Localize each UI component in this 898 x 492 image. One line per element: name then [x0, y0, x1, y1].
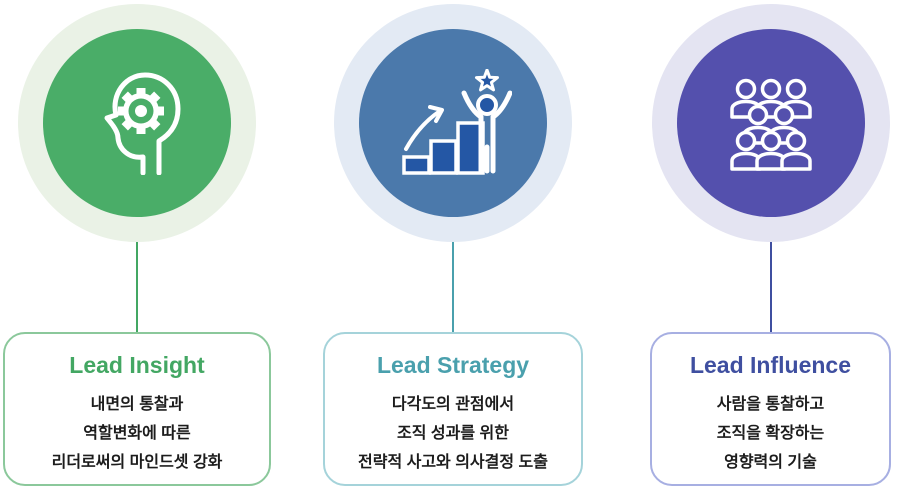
card-description-line: 다각도의 관점에서 — [391, 396, 515, 413]
growth-chart-cheering-person-star-icon — [402, 69, 512, 175]
card-description-line: 리더로써의 마인드셋 강화 — [51, 454, 223, 471]
card-description-line: 조직을 확장하는 — [716, 425, 825, 442]
column-lead-insight: Lead Insight 내면의 통찰과 역할변화에 따른 리더로써의 마인드셋… — [3, 0, 271, 492]
head-with-gear-icon — [104, 72, 181, 175]
icon-circle — [359, 29, 547, 217]
card-description-line: 전략적 사고와 의사결정 도출 — [358, 454, 548, 471]
lead-influence-card: Lead Influence 사람을 통찰하고 조직을 확장하는 영향력의 기술 — [650, 332, 891, 486]
icon-circle — [676, 29, 865, 217]
column-lead-strategy: Lead Strategy 다각도의 관점에서 조직 성과를 위한 전략적 사고… — [323, 0, 583, 492]
card-description-line: 내면의 통찰과 — [90, 396, 184, 413]
lead-strategy-card: Lead Strategy 다각도의 관점에서 조직 성과를 위한 전략적 사고… — [323, 332, 583, 486]
icon-circle — [43, 29, 231, 217]
icon-halo-ring — [18, 4, 256, 242]
connector-line — [769, 242, 772, 332]
card-description-line: 영향력의 기술 — [724, 454, 817, 471]
connector-line — [136, 242, 138, 332]
group-of-people-icon — [729, 78, 812, 171]
card-description-line: 역할변화에 따른 — [83, 425, 191, 442]
card-description-line: 사람을 통찰하고 — [716, 396, 825, 413]
column-lead-influence: Lead Influence 사람을 통찰하고 조직을 확장하는 영향력의 기술 — [650, 0, 891, 492]
icon-halo-ring — [334, 4, 572, 242]
icon-halo-ring — [651, 4, 890, 242]
card-title: Lead Influence — [689, 352, 852, 378]
card-title: Lead Insight — [69, 352, 205, 378]
lead-insight-card: Lead Insight 내면의 통찰과 역할변화에 따른 리더로써의 마인드셋… — [3, 332, 271, 486]
connector-line — [452, 242, 454, 332]
card-description-line: 조직 성과를 위한 — [397, 425, 509, 442]
card-title: Lead Strategy — [376, 352, 530, 378]
